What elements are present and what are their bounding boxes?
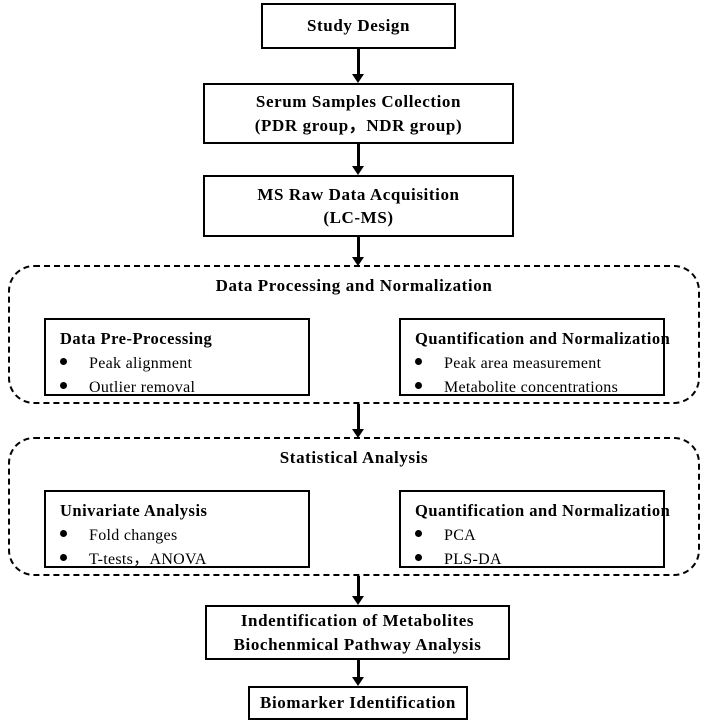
- list-item: Peak alignment: [60, 352, 308, 376]
- panel-quantification-normalization-title: Quantification and Normalization: [415, 329, 671, 348]
- list-item-label: Peak area measurement: [444, 355, 602, 373]
- panel-data-pre-processing[interactable]: Data Pre-Processing Peak alignment Outli…: [44, 318, 310, 396]
- node-biomarker-line1: Biomarker Identification: [260, 693, 456, 713]
- list-item: Peak area measurement: [415, 352, 663, 376]
- bullet-icon: [415, 358, 422, 366]
- node-ms-raw-data-line2: (LC-MS): [323, 208, 394, 227]
- group-statistical-analysis-title: Statistical Analysis: [279, 448, 429, 467]
- list-item: PCA: [415, 524, 663, 548]
- list-item: Outlier removal: [60, 376, 308, 400]
- list-item: Fold changes: [60, 524, 308, 548]
- node-ms-raw-data-line1: MS Raw Data Acquisition: [257, 184, 460, 204]
- node-biomarker[interactable]: Biomarker Identification: [248, 686, 468, 720]
- list-item: PLS-DA: [415, 548, 663, 572]
- panel-quantification-normalization[interactable]: Quantification and Normalization Peak ar…: [399, 318, 671, 396]
- bullet-icon: [415, 554, 422, 562]
- group-data-processing-title: Data Processing and Normalization: [215, 276, 493, 295]
- list-item: Metabolite concentrations: [415, 376, 663, 400]
- group-statistical-analysis: Statistical Analysis Univariate Analysis…: [8, 437, 700, 576]
- node-serum-samples-line1: Serum Samples Collection: [255, 92, 462, 112]
- panel-multivariate-analysis-title: Quantification and Normalization: [415, 501, 671, 520]
- panel-data-pre-processing-title: Data Pre-Processing: [60, 329, 213, 348]
- list-item-label: Peak alignment: [89, 355, 193, 373]
- node-serum-samples-line2: (PDR group，NDR group): [254, 115, 463, 135]
- bullet-icon: [415, 530, 422, 538]
- list-item-label: T-tests，ANOVA: [89, 551, 207, 569]
- node-study-design-line1: Study Design: [306, 16, 411, 36]
- list-item-label: Outlier removal: [89, 379, 196, 397]
- list-item: T-tests，ANOVA: [60, 548, 308, 572]
- bullet-icon: [60, 554, 67, 562]
- panel-multivariate-analysis[interactable]: Quantification and Normalization PCA PLS…: [399, 490, 671, 568]
- node-identification-line2: Biochenmical Pathway Analysis: [233, 634, 482, 654]
- node-identification-line1: Indentification of Metabolites: [240, 611, 475, 631]
- node-serum-samples[interactable]: Serum Samples Collection (PDR group，NDR …: [203, 83, 514, 144]
- group-data-processing: Data Processing and Normalization Data P…: [8, 265, 700, 404]
- node-study-design[interactable]: Study Design: [261, 3, 456, 49]
- list-item-label: PLS-DA: [444, 551, 502, 569]
- bullet-icon: [60, 530, 67, 538]
- list-item-label: Metabolite concentrations: [444, 379, 619, 397]
- bullet-icon: [415, 382, 422, 390]
- bullet-icon: [60, 358, 67, 366]
- bullet-icon: [60, 382, 67, 390]
- panel-univariate-analysis[interactable]: Univariate Analysis Fold changes T-tests…: [44, 490, 310, 568]
- node-ms-raw-data[interactable]: MS Raw Data Acquisition (LC-MS): [203, 175, 514, 237]
- node-identification[interactable]: Indentification of Metabolites Biochenmi…: [205, 605, 510, 660]
- list-item-label: PCA: [444, 527, 477, 545]
- list-item-label: Fold changes: [89, 527, 178, 545]
- panel-univariate-analysis-title: Univariate Analysis: [60, 501, 208, 520]
